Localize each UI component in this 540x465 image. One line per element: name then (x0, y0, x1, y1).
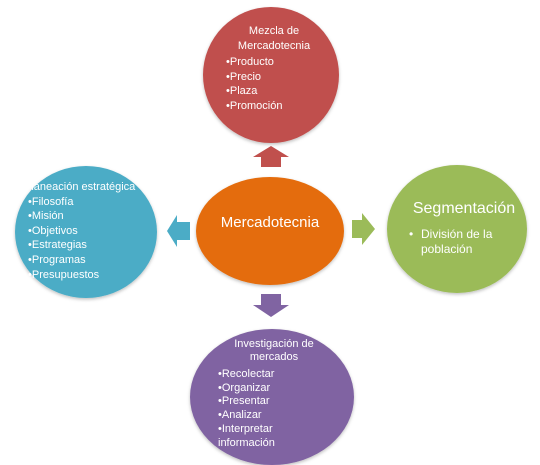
arrow-up-icon (253, 146, 289, 167)
list-item: Programas (28, 253, 161, 268)
list-item: Presupuestos (28, 268, 161, 283)
list-item: Organizar (218, 382, 332, 396)
right-node-text: Segmentación División de la población (398, 199, 530, 257)
arrow-left-icon (167, 215, 190, 247)
top-node-title: Mezcla de Mercadotecnia (237, 25, 311, 52)
right-node-list: División de la población (398, 227, 530, 257)
list-item: Analizar (218, 409, 332, 423)
list-item: Promoción (226, 99, 326, 114)
bottom-node-list: RecolectarOrganizarPresentarAnalizarInte… (216, 368, 332, 450)
list-item: Producto (226, 55, 326, 70)
bottom-node-title: Investigación de mercados (234, 338, 314, 363)
arrow-right-icon (352, 213, 375, 245)
top-node-text: Mezcla de Mercadotecnia ProductoPrecioPl… (222, 24, 326, 114)
list-item: Misión (28, 209, 161, 224)
list-item: Recolectar (218, 368, 332, 382)
list-item: Precio (226, 70, 326, 85)
list-item: Estrategias (28, 238, 161, 253)
arrow-down-icon (253, 294, 289, 317)
list-item: Presentar (218, 395, 332, 409)
center-node-circle (196, 177, 344, 285)
bottom-node-text: Investigación de mercados RecolectarOrga… (216, 338, 332, 450)
center-node-label: Mercadotecnia (220, 214, 320, 231)
right-node-title: Segmentación (412, 200, 516, 217)
list-item: Filosofía (28, 195, 161, 210)
left-node-text: Planeación estratégica FilosofíaMisiónOb… (21, 180, 161, 282)
list-item: Interpretar información (218, 423, 332, 450)
list-item: División de la población (409, 227, 530, 257)
left-node-title: Planeación estratégica (24, 181, 136, 193)
list-item: Objetivos (28, 224, 161, 239)
top-node-list: ProductoPrecioPlazaPromoción (222, 55, 326, 113)
left-node-list: FilosofíaMisiónObjetivosEstrategiasProgr… (21, 195, 161, 283)
list-item: Plaza (226, 84, 326, 99)
